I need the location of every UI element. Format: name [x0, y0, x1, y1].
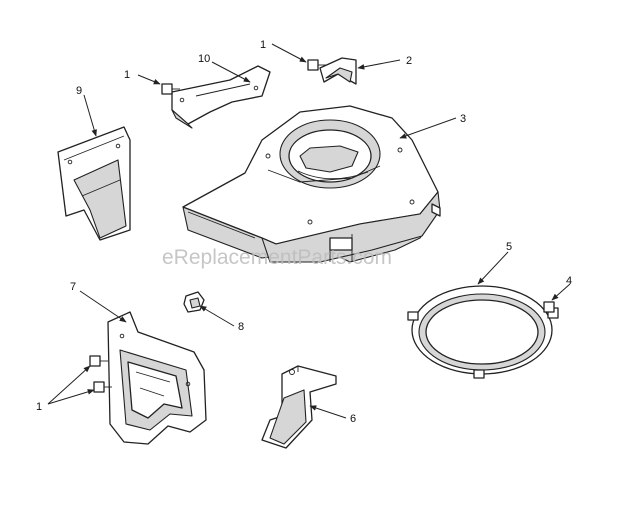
deflector-part	[261, 365, 337, 449]
nut-part	[183, 291, 205, 313]
callout-1-top-mid: 1	[260, 39, 266, 51]
callout-9: 9	[76, 85, 82, 97]
callout-7: 7	[70, 281, 76, 293]
bracket-part	[171, 65, 271, 129]
callout-1-top-left: 1	[124, 69, 130, 81]
callout-6: 6	[350, 413, 356, 425]
watermark-text: eReplacementParts.com	[162, 246, 392, 269]
lower-shroud-part	[107, 311, 207, 445]
leader-lines	[47, 43, 571, 419]
callout-10: 10	[198, 53, 210, 65]
screw-top-left	[161, 83, 180, 95]
callout-4: 4	[566, 275, 572, 287]
screw-right	[543, 301, 555, 313]
callout-5: 5	[506, 241, 512, 253]
screw-top-mid	[307, 59, 326, 71]
callout-1-bottom: 1	[36, 401, 42, 413]
callout-3: 3	[460, 113, 466, 125]
callout-2: 2	[406, 55, 412, 67]
ring-gasket-part	[407, 285, 559, 379]
blower-housing-part	[182, 105, 441, 263]
side-shroud-part	[57, 126, 131, 241]
small-cover-part	[319, 57, 357, 85]
screw-lower-a	[89, 355, 108, 367]
callout-8: 8	[238, 321, 244, 333]
screw-lower-b	[93, 381, 112, 393]
